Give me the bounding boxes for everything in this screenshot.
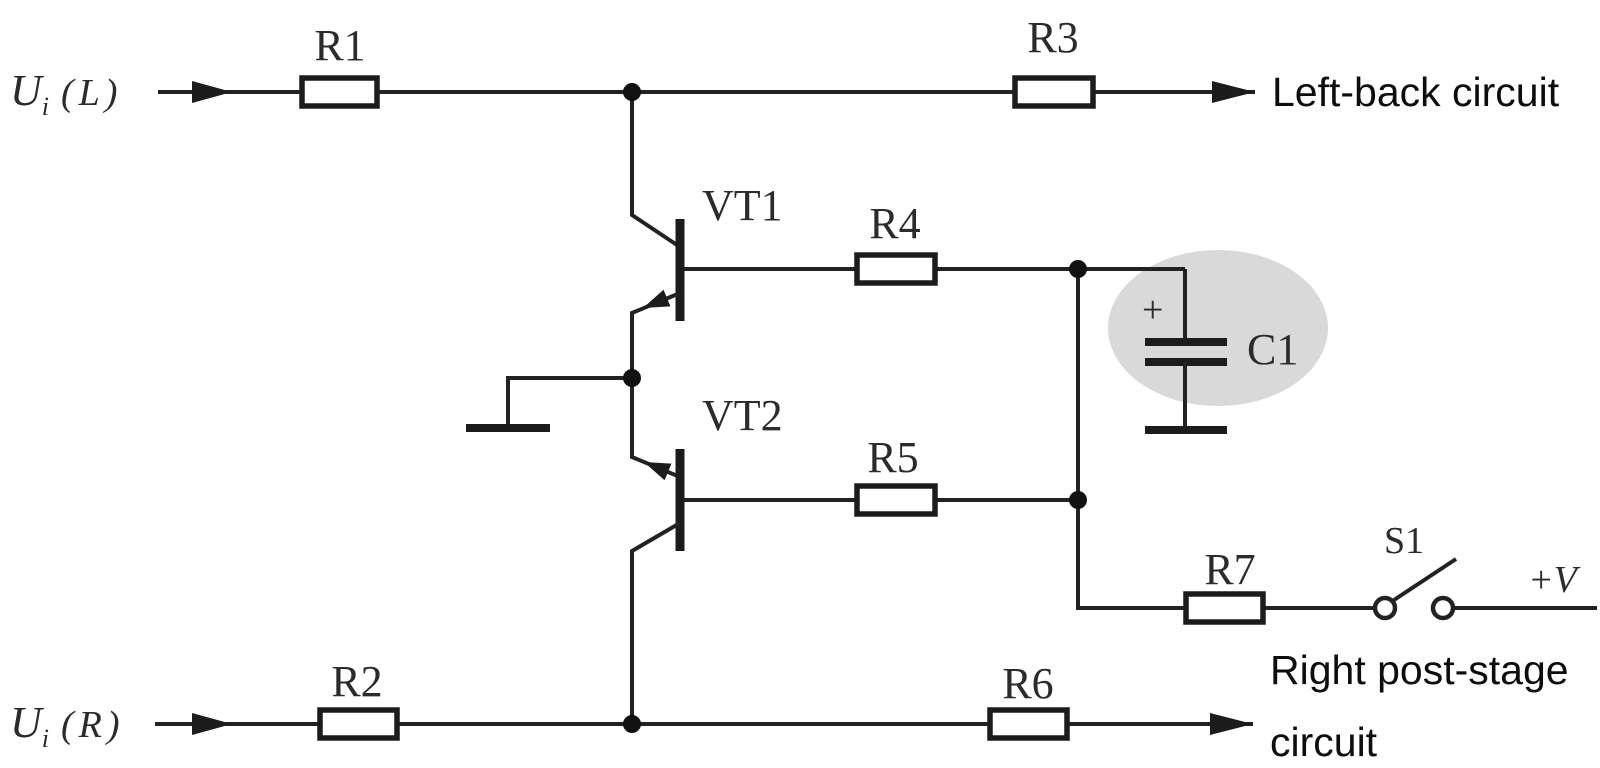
resistor-r2-label: R2 <box>331 657 382 706</box>
junction-dot-left-line <box>623 83 641 101</box>
resistor-r5-symbol <box>854 483 938 517</box>
resistor-r3-symbol <box>1012 75 1096 109</box>
switch-s1-lever <box>1392 557 1458 602</box>
junction-dot-r4-out <box>1069 260 1087 278</box>
c1-highlight-ellipse <box>1108 250 1328 406</box>
resistor-r1-symbol <box>299 75 380 109</box>
output-right-arrow-icon <box>1210 713 1253 735</box>
input-right-sub: i <box>42 724 49 753</box>
c1-polarity-label: + <box>1142 289 1163 331</box>
control-column-wire <box>1076 269 1375 610</box>
input-right-arrow-icon <box>192 713 232 735</box>
vt2-collector-wire <box>630 521 682 724</box>
resistor-r7-symbol <box>1183 591 1266 625</box>
resistor-r6-symbol <box>987 707 1070 741</box>
resistor-r4-symbol <box>854 252 938 286</box>
vt2-emitter-wire <box>630 378 681 479</box>
resistor-r5-label: R5 <box>867 433 918 482</box>
resistor-r3-label: R3 <box>1027 13 1078 62</box>
junction-dot-right-line <box>623 715 641 733</box>
input-right-u: U <box>10 698 45 747</box>
supply-label: +V <box>1528 559 1581 601</box>
output-right-text-line1: Right post-stage <box>1270 647 1569 693</box>
ground-wire <box>506 376 632 428</box>
transistor-vt2-label: VT2 <box>702 391 783 440</box>
input-left-sub: i <box>42 92 49 121</box>
resistor-r2-symbol <box>317 707 400 741</box>
input-left-u: U <box>10 66 45 115</box>
junction-dot-r5-out <box>1069 491 1087 509</box>
input-right-channel: (R) <box>61 704 125 746</box>
resistor-r7-label: R7 <box>1204 545 1255 594</box>
vt1-collector-wire <box>630 92 682 249</box>
input-right-label: Ui (R) <box>10 698 125 753</box>
input-left-arrow-icon <box>192 81 232 103</box>
capacitor-c1-label: C1 <box>1247 325 1298 374</box>
vt2-emitter-arrow-icon <box>644 462 672 481</box>
resistor-r6-label: R6 <box>1002 659 1053 708</box>
input-left-channel: (L) <box>61 72 122 114</box>
output-left-arrow-icon <box>1212 81 1255 103</box>
resistor-r4-label: R4 <box>869 199 920 248</box>
transistor-vt1-label: VT1 <box>702 181 783 230</box>
switch-s1-left-contact <box>1372 595 1398 621</box>
vt1-emitter-arrow-icon <box>643 289 671 308</box>
switch-s1-right-contact <box>1430 595 1456 621</box>
output-right-text-line2: circuit <box>1270 719 1378 765</box>
resistor-r1-label: R1 <box>314 21 365 70</box>
input-left-label: Ui (L) <box>10 66 122 121</box>
junction-dot-emitters <box>623 369 641 387</box>
switch-s1-label: S1 <box>1384 520 1424 562</box>
output-left-text: Left-back circuit <box>1272 69 1560 115</box>
